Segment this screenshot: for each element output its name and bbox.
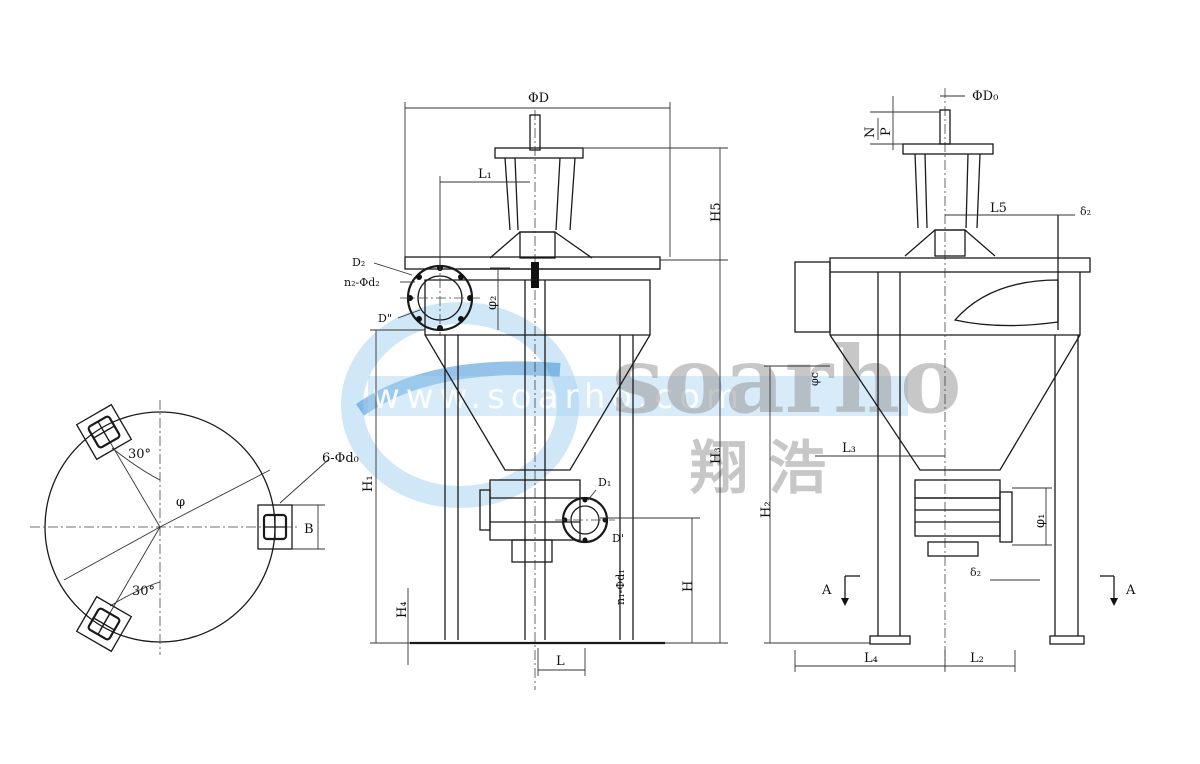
dim-phi2: φ₂	[485, 296, 500, 310]
dim-h5: H5	[709, 202, 724, 222]
watermark-url: www.soarho.com	[372, 377, 745, 417]
dim-b: B	[304, 522, 314, 537]
front-view-pump: ΦD L₁ H5 H₃ H H₁ H₄ φ₂ D₂ n₂-Φd₂ D" D₁ D…	[344, 91, 728, 690]
dim-l4: L₄	[864, 651, 878, 666]
label-n1-phi-d1: n₁-Φd₁	[614, 569, 627, 605]
dim-h1: H₁	[361, 475, 376, 492]
dim-phi1: φ₁	[1033, 514, 1048, 528]
dim-l: L	[556, 654, 565, 669]
dim-delta2-bottom: δ₂	[970, 566, 981, 579]
label-d2: D₂	[352, 256, 365, 269]
dim-phi-d0: ΦD₀	[972, 89, 998, 104]
side-view-pump: ΦD₀ N P L5 δ₂ H₂ φc L₃ φ₁ δ₂ L₄ L₂ A	[759, 88, 1136, 672]
outlet-flange	[555, 496, 615, 544]
dim-n: N	[863, 127, 878, 138]
label-d1: D₁	[598, 476, 611, 489]
dim-p: P	[879, 127, 894, 136]
label-n2-phi-d2: n₂-Φd₂	[344, 276, 380, 289]
dim-l2: L₂	[970, 651, 984, 666]
watermark-swoosh-outer	[341, 302, 579, 508]
dim-l3: L₃	[842, 441, 856, 456]
dim-h: H	[681, 581, 696, 592]
label-holes: 6-Φd₀	[322, 451, 359, 466]
inlet-flange	[400, 260, 480, 336]
dim-phi-c: φc	[808, 372, 821, 386]
label-angle-bottom: 30°	[132, 584, 155, 599]
watermark-brand-chinese: 翔 浩	[690, 434, 826, 502]
dim-h4: H₄	[395, 601, 410, 618]
section-label-right: A	[1125, 583, 1136, 598]
bolt-square-bottom	[75, 595, 133, 653]
section-label-left: A	[821, 583, 832, 598]
label-d-double-prime: D"	[378, 312, 392, 325]
dim-l1: L₁	[478, 167, 492, 182]
label-angle-top: 30°	[128, 447, 151, 462]
dim-h2: H₂	[759, 501, 774, 518]
dim-h3: H₃	[709, 447, 724, 464]
label-d-prime: D'	[612, 532, 624, 545]
watermark: www.soarho.com soarho 翔 浩	[341, 302, 962, 508]
dim-delta2-top: δ₂	[1080, 205, 1091, 218]
dim-phi-d: ΦD	[528, 91, 549, 106]
dim-l5: L5	[990, 201, 1007, 216]
left-view-flange: B 6-Φd₀ 30° 30° φ	[30, 400, 359, 655]
bolt-square-top	[75, 403, 133, 461]
bolt-square-right	[257, 504, 293, 550]
watermark-brand: soarho	[612, 326, 962, 434]
label-phi: φ	[176, 495, 185, 510]
